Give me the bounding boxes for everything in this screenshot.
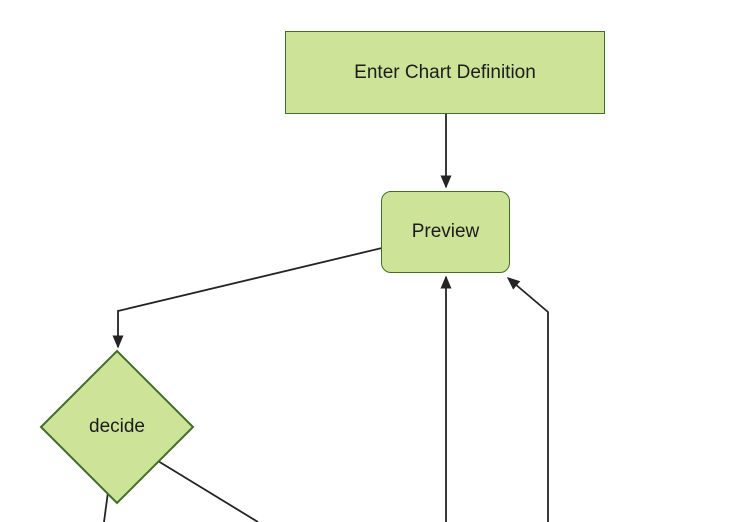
node-enter-chart-definition-label: Enter Chart Definition [354, 61, 536, 83]
edge-decide-to-offscreen-right [157, 460, 259, 522]
node-preview: Preview [381, 191, 510, 273]
edge-preview-to-decide [112, 247, 383, 349]
node-preview-label: Preview [411, 221, 480, 242]
edge-decide-to-offscreen-bottom [103, 491, 109, 522]
edge-bottom-right-to-preview [506, 277, 549, 522]
node-decide-label: decide [89, 416, 145, 437]
node-enter-chart-definition: Enter Chart Definition [285, 31, 605, 114]
node-decide-shape [39, 349, 195, 505]
